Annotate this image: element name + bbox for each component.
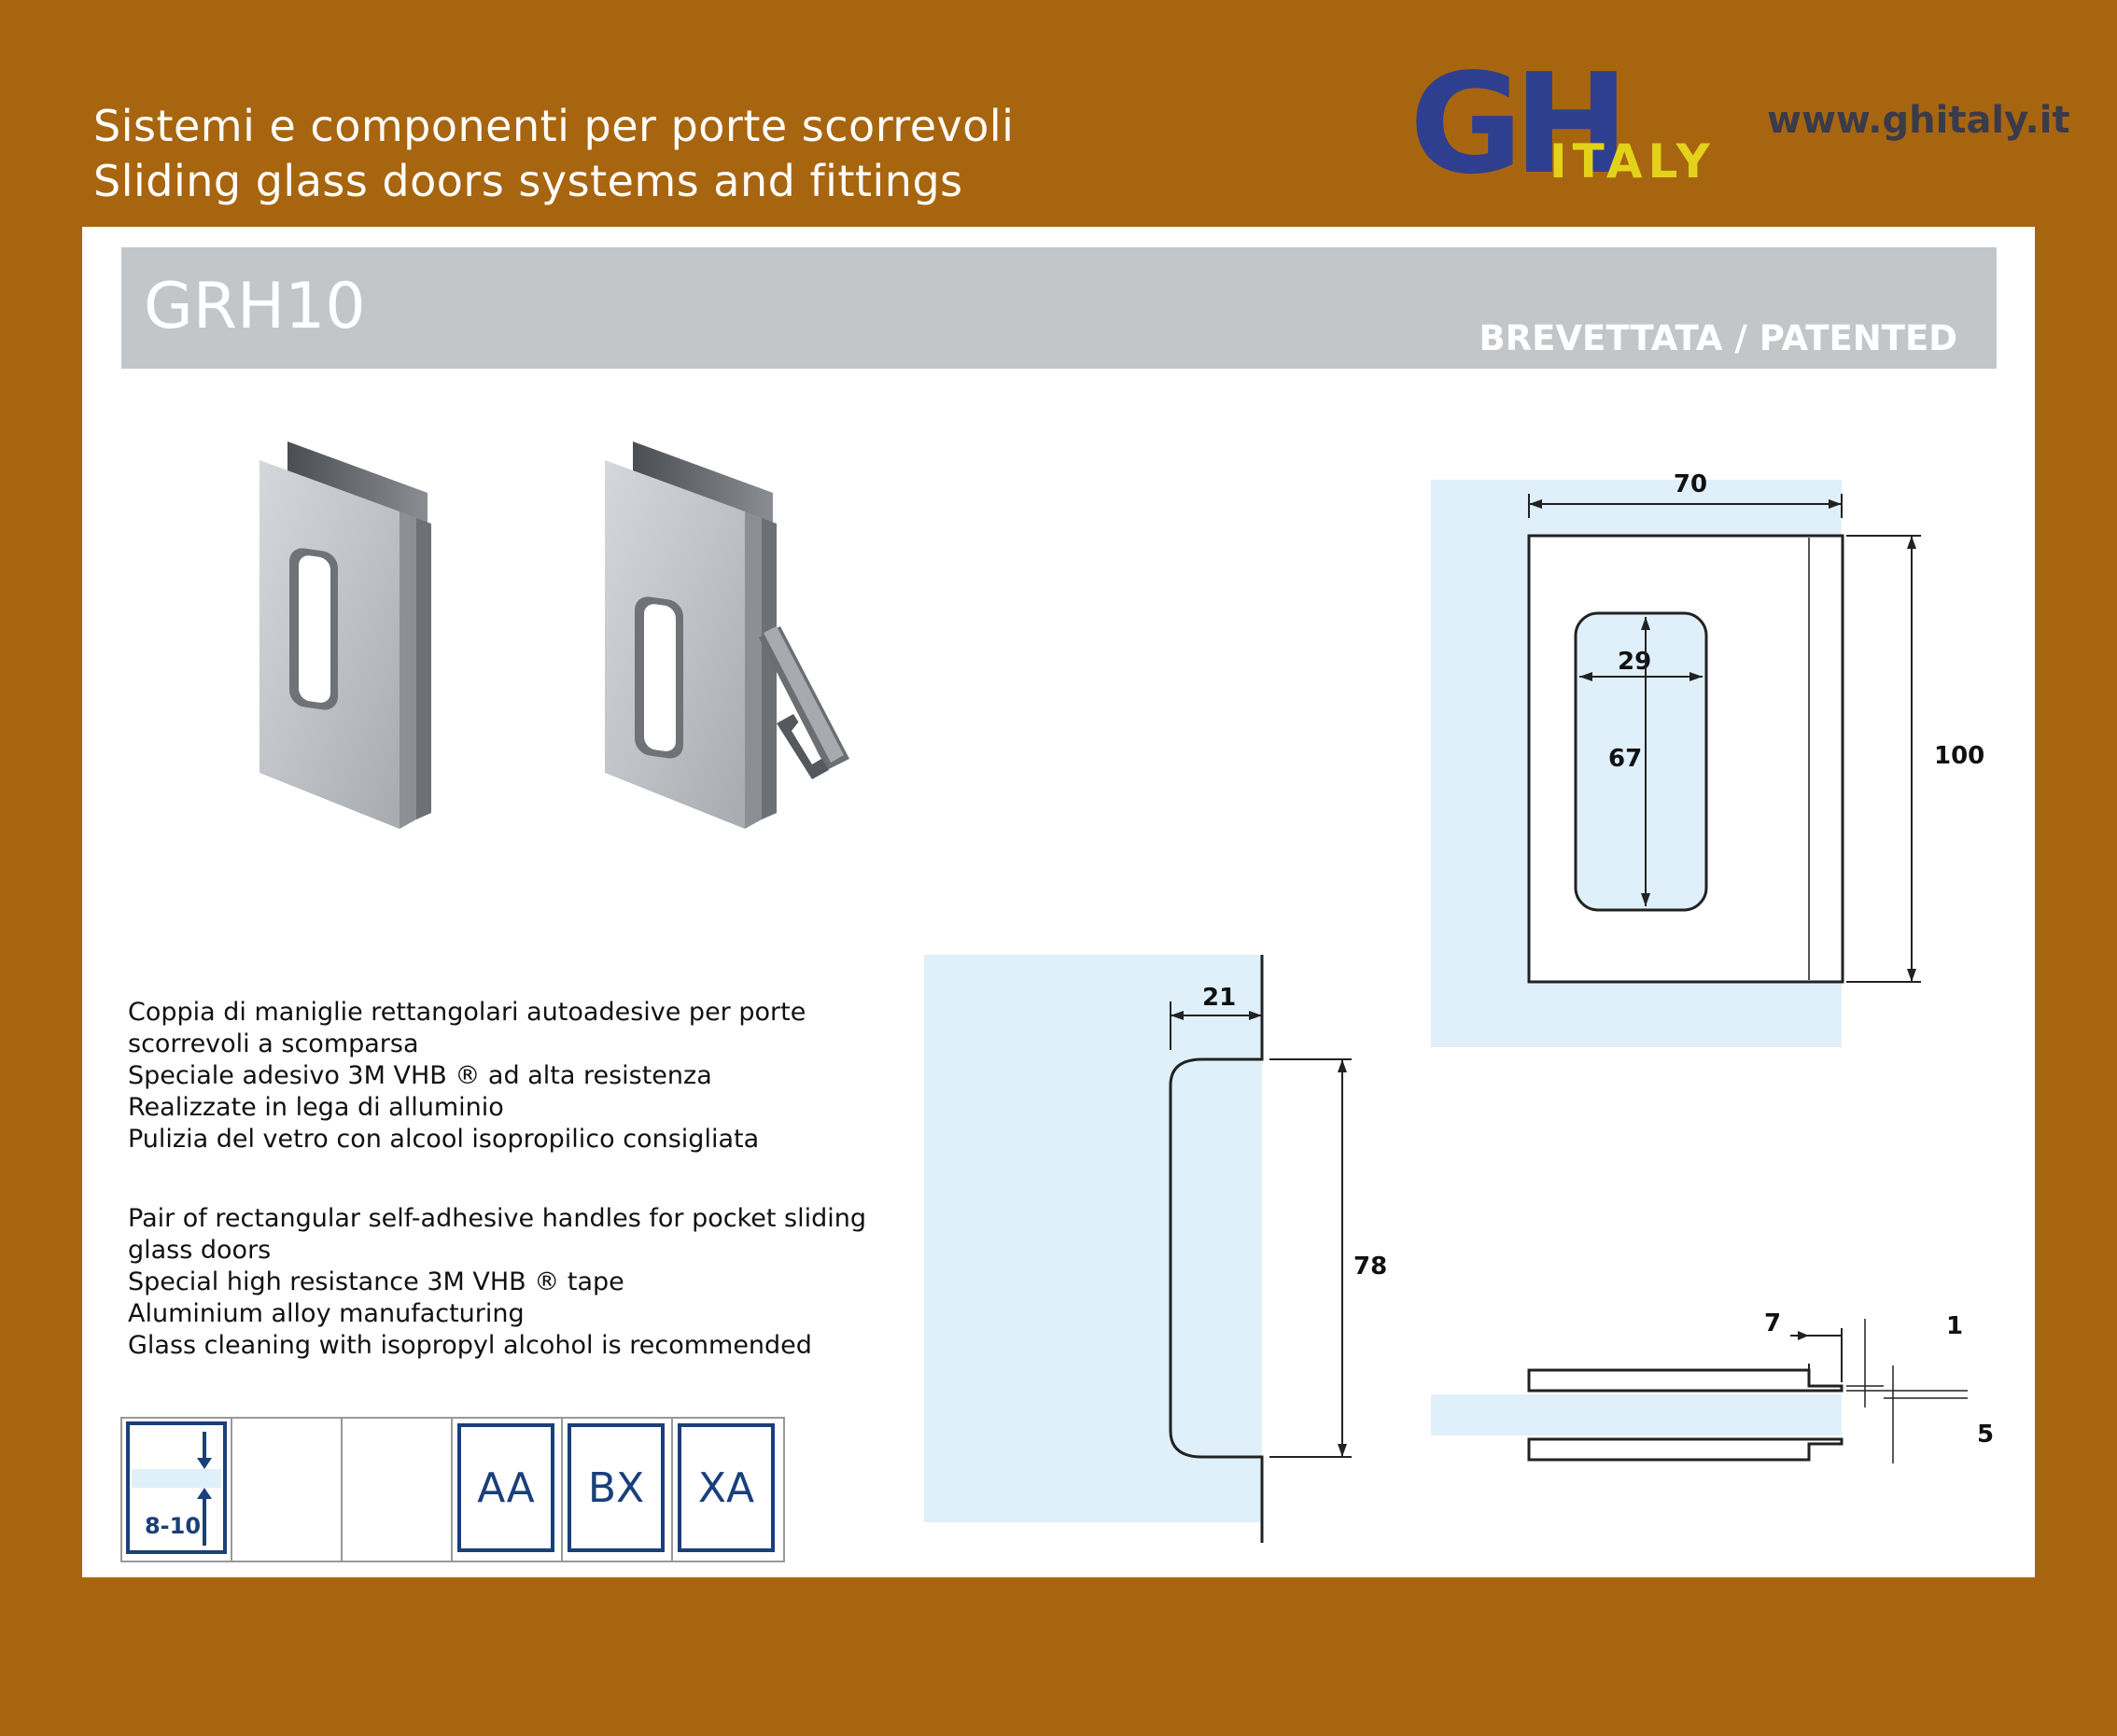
- side-view-drawing: 7 1 5: [1431, 1309, 1994, 1463]
- handle-closed-render: [259, 441, 431, 829]
- front-view-drawing: 70 100 29 67: [1431, 470, 1984, 1047]
- finish-code-cell: XA: [673, 1419, 783, 1561]
- title-bar: GRH10 BREVETTATA / PATENTED: [121, 247, 1997, 369]
- product-code: GRH10: [144, 270, 366, 343]
- product-renderings: [259, 441, 849, 829]
- product-sheet: GRH10 BREVETTATA / PATENTED: [82, 227, 2035, 1577]
- header-subtitle-italian: Sistemi e componenti per porte scorrevol…: [93, 101, 1015, 151]
- handle-open-render: [605, 441, 849, 829]
- glass-thickness-icon: 8-10: [126, 1421, 227, 1554]
- finish-code-cell: BX: [563, 1419, 673, 1561]
- description-line: Coppia di maniglie rettangolari autoades…: [128, 998, 806, 1058]
- description-line: Glass cleaning with isopropyl alcohol is…: [128, 1331, 812, 1360]
- dimension-side-5: 5: [1977, 1421, 1994, 1449]
- patent-label: BREVETTATA / PATENTED: [1479, 318, 1957, 358]
- logo-sub-text: ITALY: [1549, 134, 1716, 185]
- finish-code-bx: BX: [568, 1423, 665, 1552]
- description-line: Aluminium alloy manufacturing: [128, 1299, 525, 1328]
- description-english: Pair of rectangular self-adhesive handle…: [128, 1203, 912, 1362]
- dimension-side-1: 1: [1946, 1312, 1963, 1340]
- header-subtitle-english: Sliding glass doors systems and fittings: [93, 156, 963, 206]
- dimension-front-width: 70: [1674, 470, 1707, 498]
- description-line: Speciale adesivo 3M VHB ® ad alta resist…: [128, 1061, 712, 1090]
- empty-cell: [343, 1419, 453, 1561]
- website-link[interactable]: www.ghitaly.it: [1767, 99, 2070, 142]
- glass-thickness-label: 8-10: [145, 1513, 201, 1539]
- description-line: Pair of rectangular self-adhesive handle…: [128, 1204, 866, 1265]
- finish-code-cell: AA: [453, 1419, 563, 1561]
- glass-thickness-cell: 8-10: [122, 1419, 232, 1561]
- dimension-front-height: 100: [1934, 742, 1984, 770]
- dimension-profile-height: 78: [1353, 1253, 1387, 1281]
- description-line: Pulizia del vetro con alcool isopropilic…: [128, 1125, 760, 1154]
- gh-italy-logo: GH ITALY: [1409, 54, 1716, 185]
- profile-drawing: 21 78: [924, 955, 1387, 1543]
- description-italian: Coppia di maniglie rettangolari autoades…: [128, 997, 912, 1155]
- description-line: Special high resistance 3M VHB ® tape: [128, 1267, 624, 1296]
- dimension-grip-height: 67: [1608, 745, 1642, 773]
- dimension-side-7: 7: [1764, 1309, 1781, 1337]
- finish-code-xa: XA: [678, 1423, 775, 1552]
- empty-cell: [232, 1419, 343, 1561]
- logo-text: GH: [1409, 54, 1619, 185]
- description-line: Realizzate in lega di alluminio: [128, 1093, 504, 1122]
- specification-icon-table: 8-10 AA BX XA: [120, 1417, 785, 1562]
- finish-code-aa: AA: [457, 1423, 554, 1552]
- dimension-profile-depth: 21: [1202, 984, 1236, 1012]
